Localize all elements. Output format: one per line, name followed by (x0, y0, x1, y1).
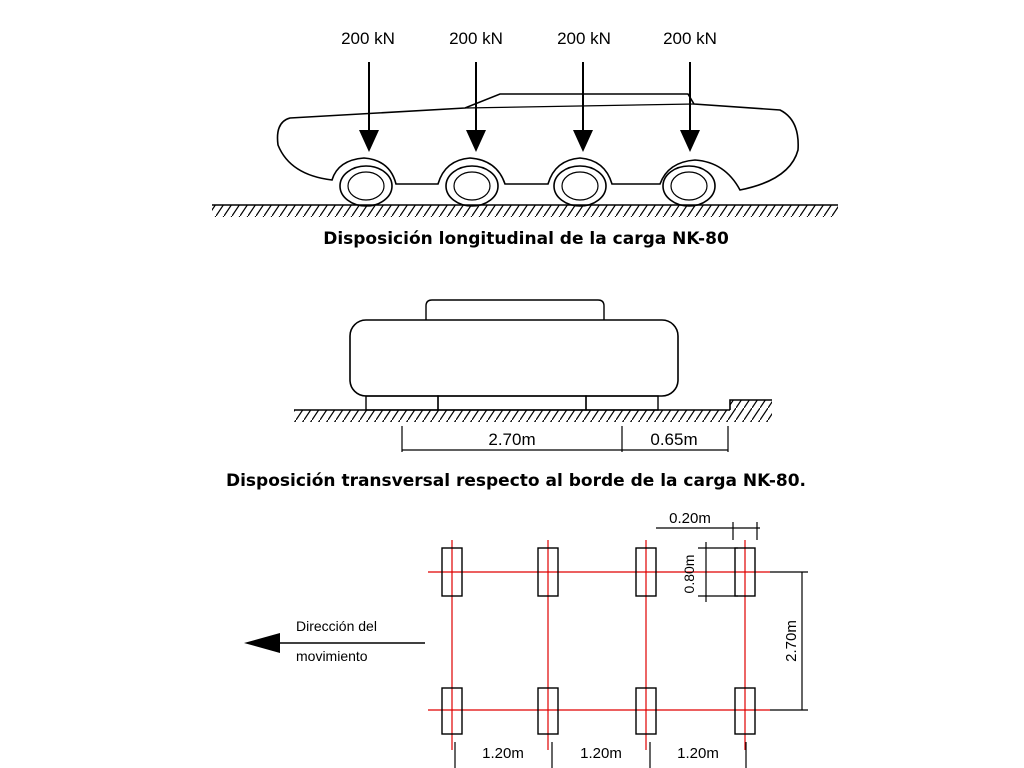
wheel-footprint (635, 687, 657, 735)
ground-line (294, 399, 772, 422)
longitudinal-caption: Disposición longitudinal de la carga NK-… (323, 229, 729, 249)
dim-edge-label: 0.65m (650, 430, 697, 449)
wheel-footprint (441, 687, 463, 735)
vehicle-cabin (425, 299, 605, 320)
dimension-line (698, 542, 738, 602)
vehicle-body (276, 93, 799, 191)
ground-line (212, 204, 838, 217)
dim-width-label: 2.70m (488, 430, 535, 449)
wheel-block (365, 395, 439, 411)
load-label: 200 kN (557, 29, 611, 48)
dimension-line (454, 742, 747, 768)
transversal-caption: Disposición transversal respecto al bord… (226, 471, 806, 491)
wheel-block (437, 395, 587, 411)
dimension-line (401, 426, 729, 452)
transversal-panel: 2.70m 0.65m Disposición transversal resp… (226, 299, 806, 491)
load-arrow (680, 62, 700, 152)
wheel (553, 165, 607, 207)
wheel-footprint (537, 687, 559, 735)
vehicle-body-cross-section (349, 319, 679, 397)
wheel-footprint (734, 687, 756, 735)
wheel-footprint (537, 547, 559, 597)
wheel (662, 165, 716, 207)
wheel-block (585, 395, 659, 411)
load-label: 200 kN (341, 29, 395, 48)
load-label: 200 kN (449, 29, 503, 48)
load-arrow (573, 62, 593, 152)
wheel (339, 165, 393, 207)
track-centerline (428, 571, 770, 711)
direction-label: movimiento (296, 648, 368, 664)
dim-track-label: 2.70m (783, 620, 800, 662)
dim-wheel-length-label: 0.80m (681, 555, 697, 594)
longitudinal-panel: 200 kN 200 kN 200 kN 200 kN (212, 29, 838, 249)
wheel-footprint (441, 547, 463, 597)
load-arrow (359, 62, 379, 152)
wheel-footprint (734, 547, 756, 597)
spacing-label: 1.20m (677, 745, 719, 762)
direction-label: Dirección del (296, 618, 377, 634)
plan-panel: 0.20m 0.80m 2.70m 1.20m 1.20m 1.20m (244, 510, 808, 768)
load-label: 200 kN (663, 29, 717, 48)
axle-centerline (451, 540, 746, 750)
dim-wheel-width-label: 0.20m (669, 510, 711, 527)
wheel (445, 165, 499, 207)
wheel-footprint (635, 547, 657, 597)
spacing-label: 1.20m (580, 745, 622, 762)
load-arrow (466, 62, 486, 152)
dimension-line (656, 522, 760, 540)
direction-arrow-icon (244, 633, 425, 653)
dimension-line (770, 571, 808, 711)
spacing-label: 1.20m (482, 745, 524, 762)
